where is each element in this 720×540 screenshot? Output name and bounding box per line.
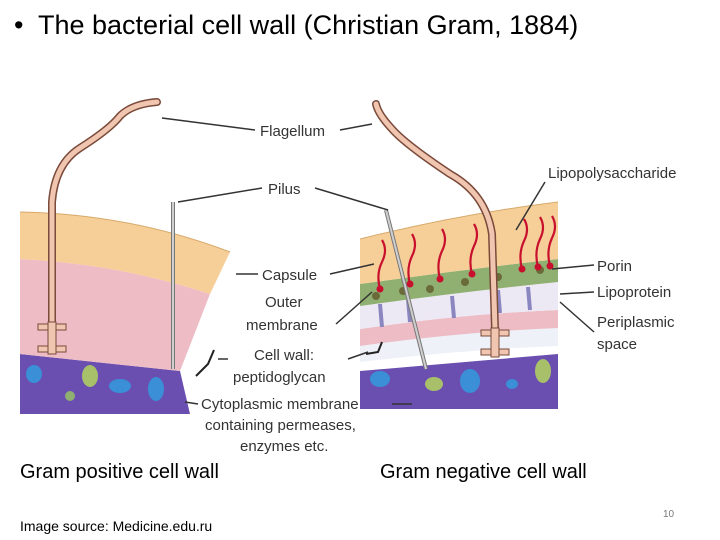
caption-gram-negative: Gram negative cell wall <box>380 461 587 483</box>
gn-outer-membrane <box>360 259 558 306</box>
label-porin: Porin <box>597 258 632 275</box>
gn-blob <box>460 369 480 393</box>
gp-peptidoglycan <box>20 259 210 371</box>
gp-blob <box>82 365 98 387</box>
gp-blob <box>26 365 42 383</box>
image-source: Image source: Medicine.edu.ru <box>20 518 212 534</box>
gn-blob <box>425 377 443 391</box>
label-cytoplasmic-membrane: enzymes etc. <box>240 438 328 455</box>
gn-blob <box>370 371 390 387</box>
label-cell-wall: Cell wall: <box>254 347 314 364</box>
label-periplasmic-space: Periplasmic <box>597 314 675 331</box>
gn-blob <box>535 359 551 383</box>
label-lipopolysaccharide: Lipopolysaccharide <box>548 165 676 182</box>
gn-blob <box>506 379 518 389</box>
gp-cytoplasm <box>20 354 190 414</box>
label-lipoprotein: Lipoprotein <box>597 284 671 301</box>
image-source-label: Image source: <box>20 518 109 534</box>
leader-lines <box>161 117 595 405</box>
page-number: 10 <box>663 509 675 520</box>
cell-wall-diagram: Flagellum Pilus Capsule Outer membrane C… <box>19 98 676 455</box>
gp-capsule-edge <box>19 211 231 253</box>
label-outer-membrane: Outer <box>265 294 303 311</box>
label-capsule: Capsule <box>262 267 317 284</box>
bullet: • <box>14 10 24 40</box>
label-pilus: Pilus <box>268 181 301 198</box>
gn-lps <box>377 215 557 290</box>
image-source-value: Medicine.edu.ru <box>112 518 213 534</box>
gram-positive-diagram <box>19 98 231 414</box>
caption-gram-positive: Gram positive cell wall <box>20 461 219 483</box>
label-cell-wall: peptidoglycan <box>233 369 326 386</box>
gn-cytoplasm <box>360 354 558 409</box>
gp-capsule <box>20 212 230 294</box>
gp-blob <box>65 391 75 401</box>
gn-peptidoglycan <box>360 310 558 346</box>
gp-blob <box>109 379 131 393</box>
label-cytoplasmic-membrane: containing permeases, <box>205 417 356 434</box>
label-outer-membrane: membrane <box>246 317 318 334</box>
title-text: The bacterial cell wall (Christian Gram,… <box>38 10 579 40</box>
label-flagellum: Flagellum <box>260 123 325 140</box>
label-cytoplasmic-membrane: Cytoplasmic membrane <box>201 396 359 413</box>
gp-blob <box>148 377 164 401</box>
gram-negative-diagram <box>359 100 559 409</box>
slide-title: • The bacterial cell wall (Christian Gram… <box>14 10 578 41</box>
label-periplasmic-space: space <box>597 336 637 353</box>
